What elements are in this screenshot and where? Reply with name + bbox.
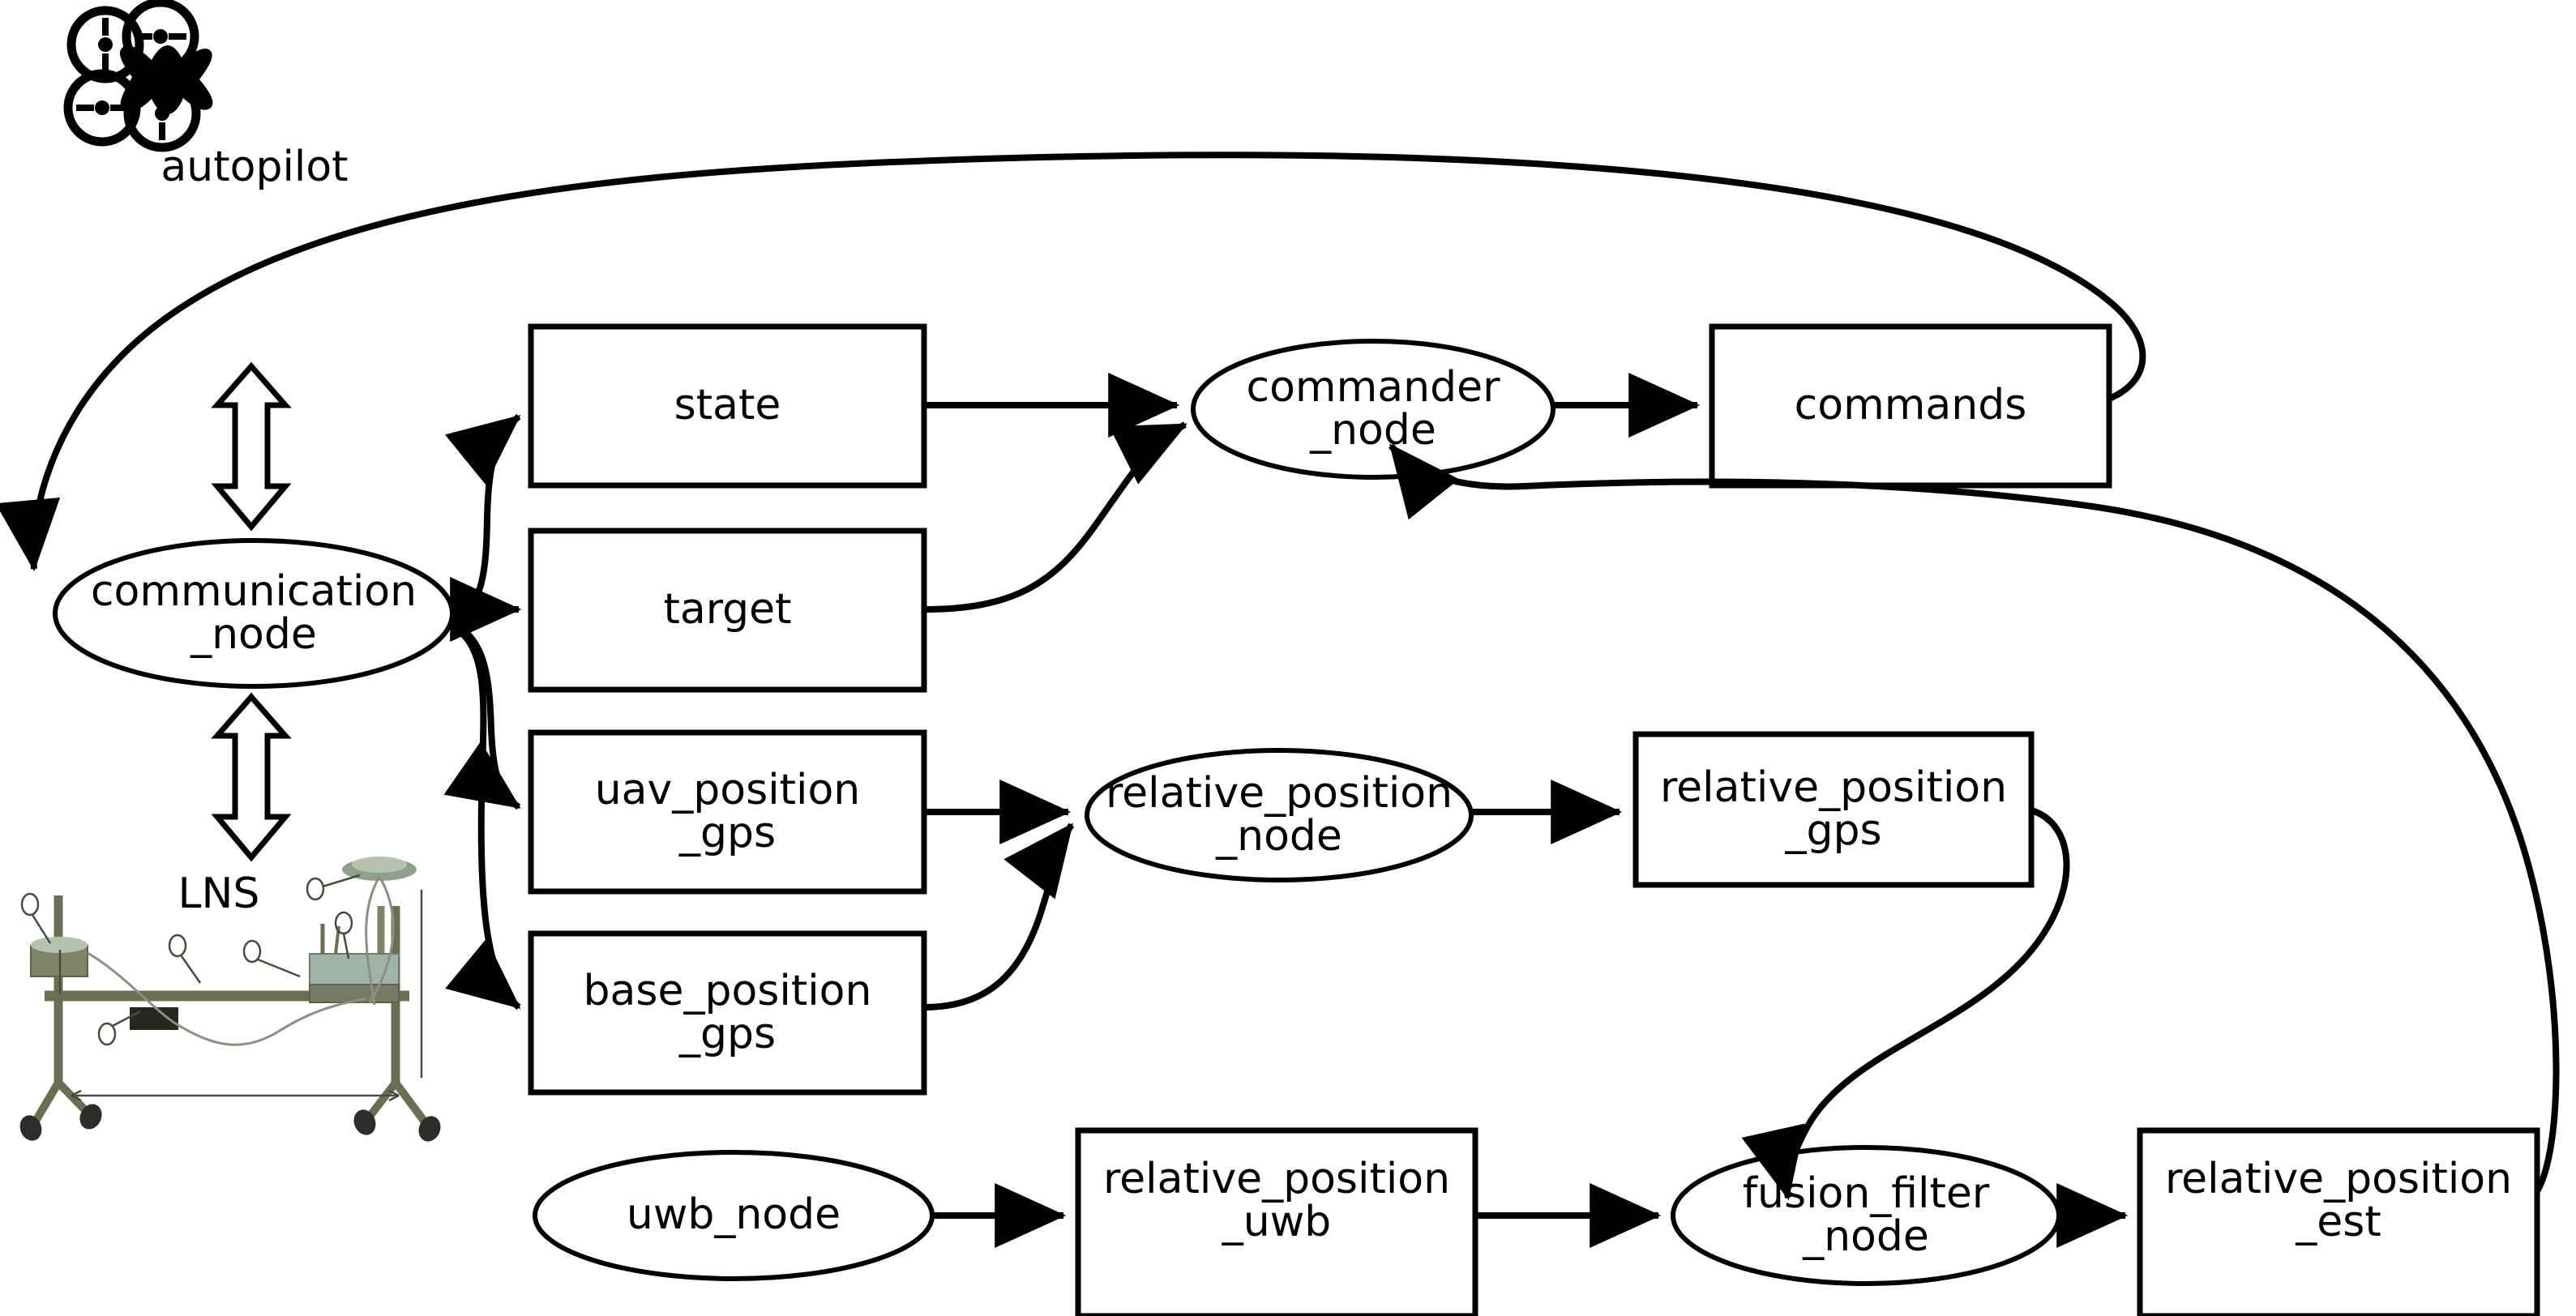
topic-shape-state[interactable] bbox=[528, 323, 927, 489]
edge-relative-position-est-commander bbox=[1388, 443, 2560, 1194]
edge-base-position-gps-relative-position-node bbox=[923, 822, 1075, 1010]
topic-shape-relative-position-est[interactable] bbox=[2137, 1127, 2540, 1316]
node-shape-relative-position-node[interactable] bbox=[1085, 748, 1474, 882]
topic-shape-uav-position-gps[interactable] bbox=[528, 729, 927, 895]
quadcopter-drone-icon bbox=[63, 0, 213, 152]
node-shape-fusion-filter-node[interactable] bbox=[1671, 1145, 2061, 1286]
topic-shape-relative-position-gps[interactable] bbox=[1632, 731, 2035, 888]
node-shape-commander-node[interactable] bbox=[1191, 339, 1555, 480]
topic-shape-commands[interactable] bbox=[1709, 323, 2112, 489]
edge-communication-state bbox=[444, 413, 521, 617]
edge-target-commander bbox=[923, 421, 1187, 613]
edge-communication-base-position-gps bbox=[445, 625, 521, 1010]
topic-shape-target[interactable] bbox=[528, 528, 927, 693]
edge-communication-lns bbox=[211, 692, 292, 862]
edge-autopilot-communication bbox=[211, 361, 292, 532]
topic-shape-base-position-gps[interactable] bbox=[528, 930, 927, 1096]
edge-communication-uav-position-gps bbox=[443, 621, 521, 810]
ground-station-photo bbox=[15, 857, 469, 1142]
node-shape-uwb-node[interactable] bbox=[533, 1150, 935, 1281]
topic-shape-relative-position-uwb[interactable] bbox=[1075, 1127, 1478, 1316]
edge-commands-communication bbox=[0, 152, 2146, 572]
node-shape-communication-node[interactable] bbox=[53, 538, 455, 689]
edge-relative-position-gps-fusion-filter-node bbox=[1741, 807, 2070, 1201]
